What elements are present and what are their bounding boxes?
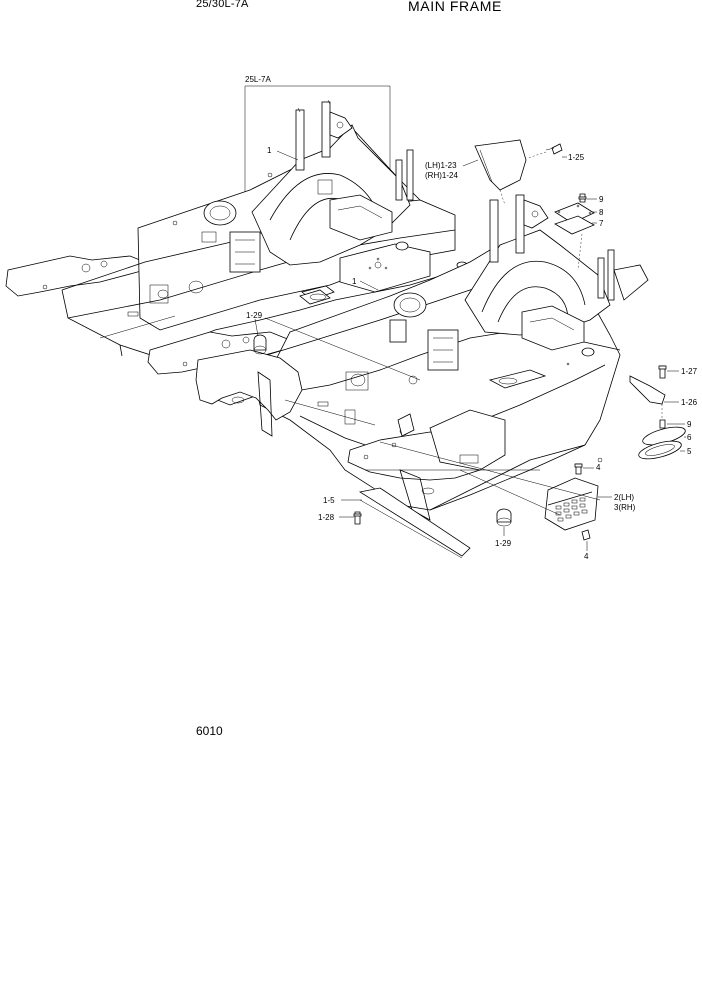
callout-7: 7 — [599, 219, 604, 228]
variant-bracket: 25L-7A — [244, 75, 391, 200]
callout-1-29-upper: 1-29 — [246, 311, 263, 320]
callout-1-25: 1-25 — [568, 153, 585, 162]
callout-1-23: (LH)1-23 — [425, 161, 457, 170]
bracket-1-26 — [629, 365, 667, 418]
callout-1-lower: 1 — [352, 277, 357, 286]
cover-plate-8 — [554, 193, 595, 271]
callout-1-26: 1-26 — [681, 398, 698, 407]
fender-bracket-1-23 — [474, 139, 527, 206]
variant-label: 25L-7A — [245, 75, 271, 84]
callout-1-27: 1-27 — [681, 367, 698, 376]
callout-4-lower: 4 — [584, 552, 589, 561]
callout-8: 8 — [599, 208, 604, 217]
callout-1-28: 1-28 — [318, 513, 335, 522]
bush-1-29 — [496, 508, 512, 527]
callout-9-a: 9 — [599, 195, 604, 204]
lower-frame — [147, 194, 649, 521]
callout-1-29-lower: 1-29 — [495, 539, 512, 548]
model-code: 25/30L-7A — [196, 0, 249, 10]
callout-3-rh: 3(RH) — [614, 503, 636, 512]
callout-1-5: 1-5 — [323, 496, 335, 505]
assembly-lines — [264, 317, 601, 516]
bolt-1-25 — [527, 143, 563, 159]
callout-6: 6 — [687, 433, 692, 442]
callout-1-upper: 1 — [267, 146, 272, 155]
callout-2-lh: 2(LH) — [614, 493, 634, 502]
callout-group: 1 1 (LH)1-23 (RH)1-24 1-25 9 8 7 1-29 1-… — [246, 146, 698, 561]
step-2-3 — [544, 463, 599, 541]
page-title: MAIN FRAME — [408, 0, 502, 14]
page-code: 6010 — [196, 724, 223, 738]
callout-5: 5 — [687, 447, 692, 456]
callout-4-upper: 4 — [596, 463, 601, 472]
callout-1-24: (RH)1-24 — [425, 171, 458, 180]
cover-plate-6 — [638, 419, 686, 460]
callout-9-b: 9 — [687, 420, 692, 429]
plate-1-5 — [353, 487, 471, 559]
